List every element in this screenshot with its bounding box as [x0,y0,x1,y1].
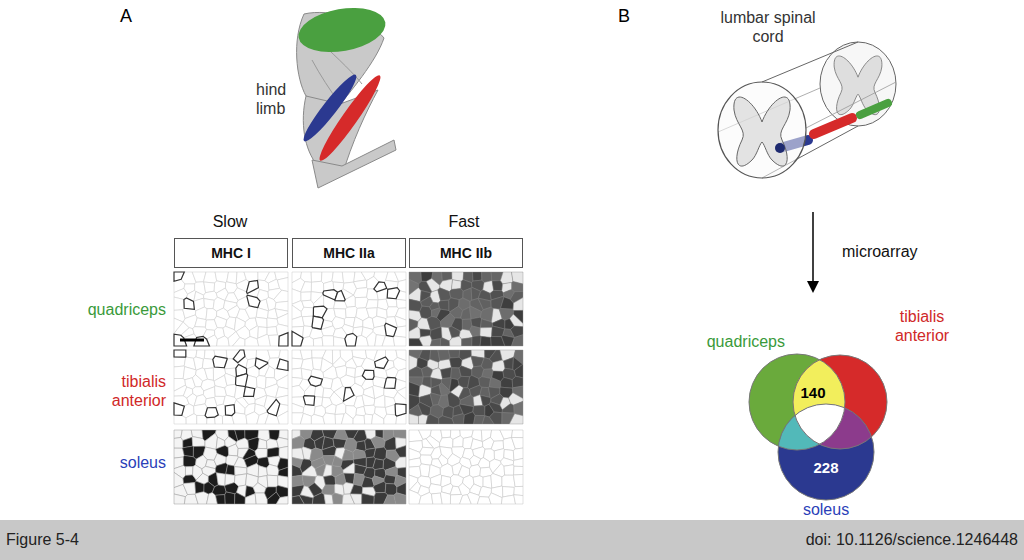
row-label: quadriceps [88,300,166,319]
spinal-cord-illustration [718,42,896,178]
column-group-label: Slow [213,212,248,231]
panel-letter: B [618,6,630,28]
row-label: tibialis anterior [86,372,166,410]
process-arrow [812,212,814,282]
doi-text: doi: 10.1126/science.1246448 [806,530,1018,549]
illustration-label: lumbar spinal cord [718,8,818,46]
panel-letter: A [120,6,132,28]
hindlimb-illustration [295,2,396,188]
micrograph [292,350,406,424]
caption-bar [0,520,1024,560]
arrow-label: microarray [842,242,918,261]
circle-shape [778,404,874,500]
illustration-label: hind limb [256,80,302,118]
header-label: MHC IIb [440,245,492,262]
figure-caption: Figure 5-4 [6,530,79,549]
scale-bar [180,339,204,342]
header-box: MHC I [174,238,288,268]
micrograph [409,430,523,504]
micrograph [292,272,406,346]
header-box: MHC IIb [409,238,523,268]
column-group-label: Fast [448,212,479,231]
arrow-head [807,281,819,293]
row-label: soleus [120,453,166,472]
micrograph-grid [174,272,523,504]
header-label: MHC I [211,245,251,262]
micrograph [174,350,288,424]
set-label: tibialis anterior [878,307,966,345]
header-label: MHC IIa [323,245,374,262]
count-number: 228 [778,459,874,477]
set-label: quadriceps [685,332,785,351]
count-number: 140 [800,384,825,402]
micrograph [174,430,288,504]
header-box: MHC IIa [292,238,406,268]
micrograph [292,430,406,504]
micrograph [409,350,523,424]
micrograph [409,272,523,346]
micrograph [174,272,288,346]
venn-circle: 228soleus [778,404,874,500]
set-label: soleus [778,500,874,519]
